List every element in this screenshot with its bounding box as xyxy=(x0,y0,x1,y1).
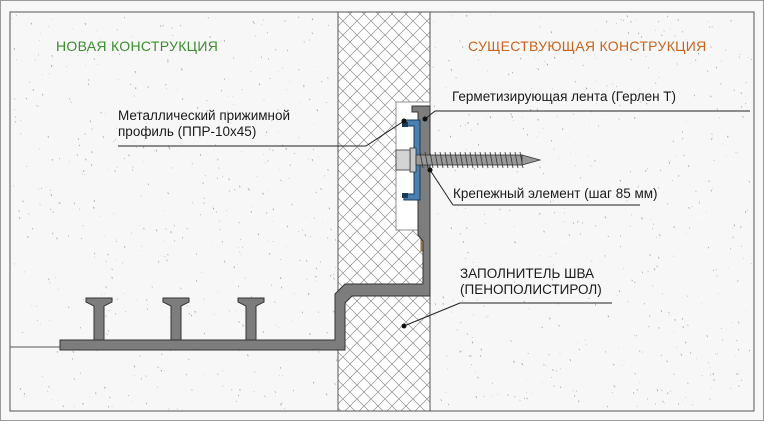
leader-filler xyxy=(403,302,461,327)
existing-construction-block xyxy=(429,11,755,412)
leader-dots xyxy=(401,116,433,329)
new-construction-block xyxy=(9,11,339,348)
clamp-lip-top xyxy=(402,122,408,127)
washer xyxy=(409,147,417,173)
filler-label-line2: (ПЕНОПОЛИСТИРОЛ) xyxy=(460,281,602,297)
filler-label: ЗАПОЛНИТЕЛЬ ШВА (ПЕНОПОЛИСТИРОЛ) xyxy=(460,266,602,297)
new-construction-lower-block xyxy=(9,346,339,412)
leader-fastener xyxy=(429,169,454,206)
clamp-profile-label-line2: профиль (ППР-10х45) xyxy=(118,123,257,139)
nut xyxy=(395,149,411,171)
leader-lines xyxy=(118,110,750,327)
clamp-profile-label: Металлический прижимной профиль (ППР-10х… xyxy=(118,108,290,139)
existing-construction-title: СУЩЕСТВУЮЩАЯ КОНСТРУКЦИЯ xyxy=(468,38,707,54)
clamp-profile-label-line1: Металлический прижимной xyxy=(118,108,291,123)
leader-sealing-tape xyxy=(424,110,450,120)
screw-threads xyxy=(419,151,524,169)
filler-label-line1: ЗАПОЛНИТЕЛЬ ШВА xyxy=(460,266,595,281)
sealing-tape-label: Герметизирующая лента (Герлен Т) xyxy=(452,89,677,104)
membrane-anchor-ribs xyxy=(85,297,265,341)
clamp-lip-bottom xyxy=(402,193,408,198)
leader-clamp-profile xyxy=(118,120,405,147)
new-construction-title: НОВАЯ КОНСТРУКЦИЯ xyxy=(56,38,219,54)
screw-tip xyxy=(521,154,542,166)
fastener-label: Крепежный элемент (шаг 85 мм) xyxy=(453,186,658,201)
concrete-texture xyxy=(12,14,752,410)
